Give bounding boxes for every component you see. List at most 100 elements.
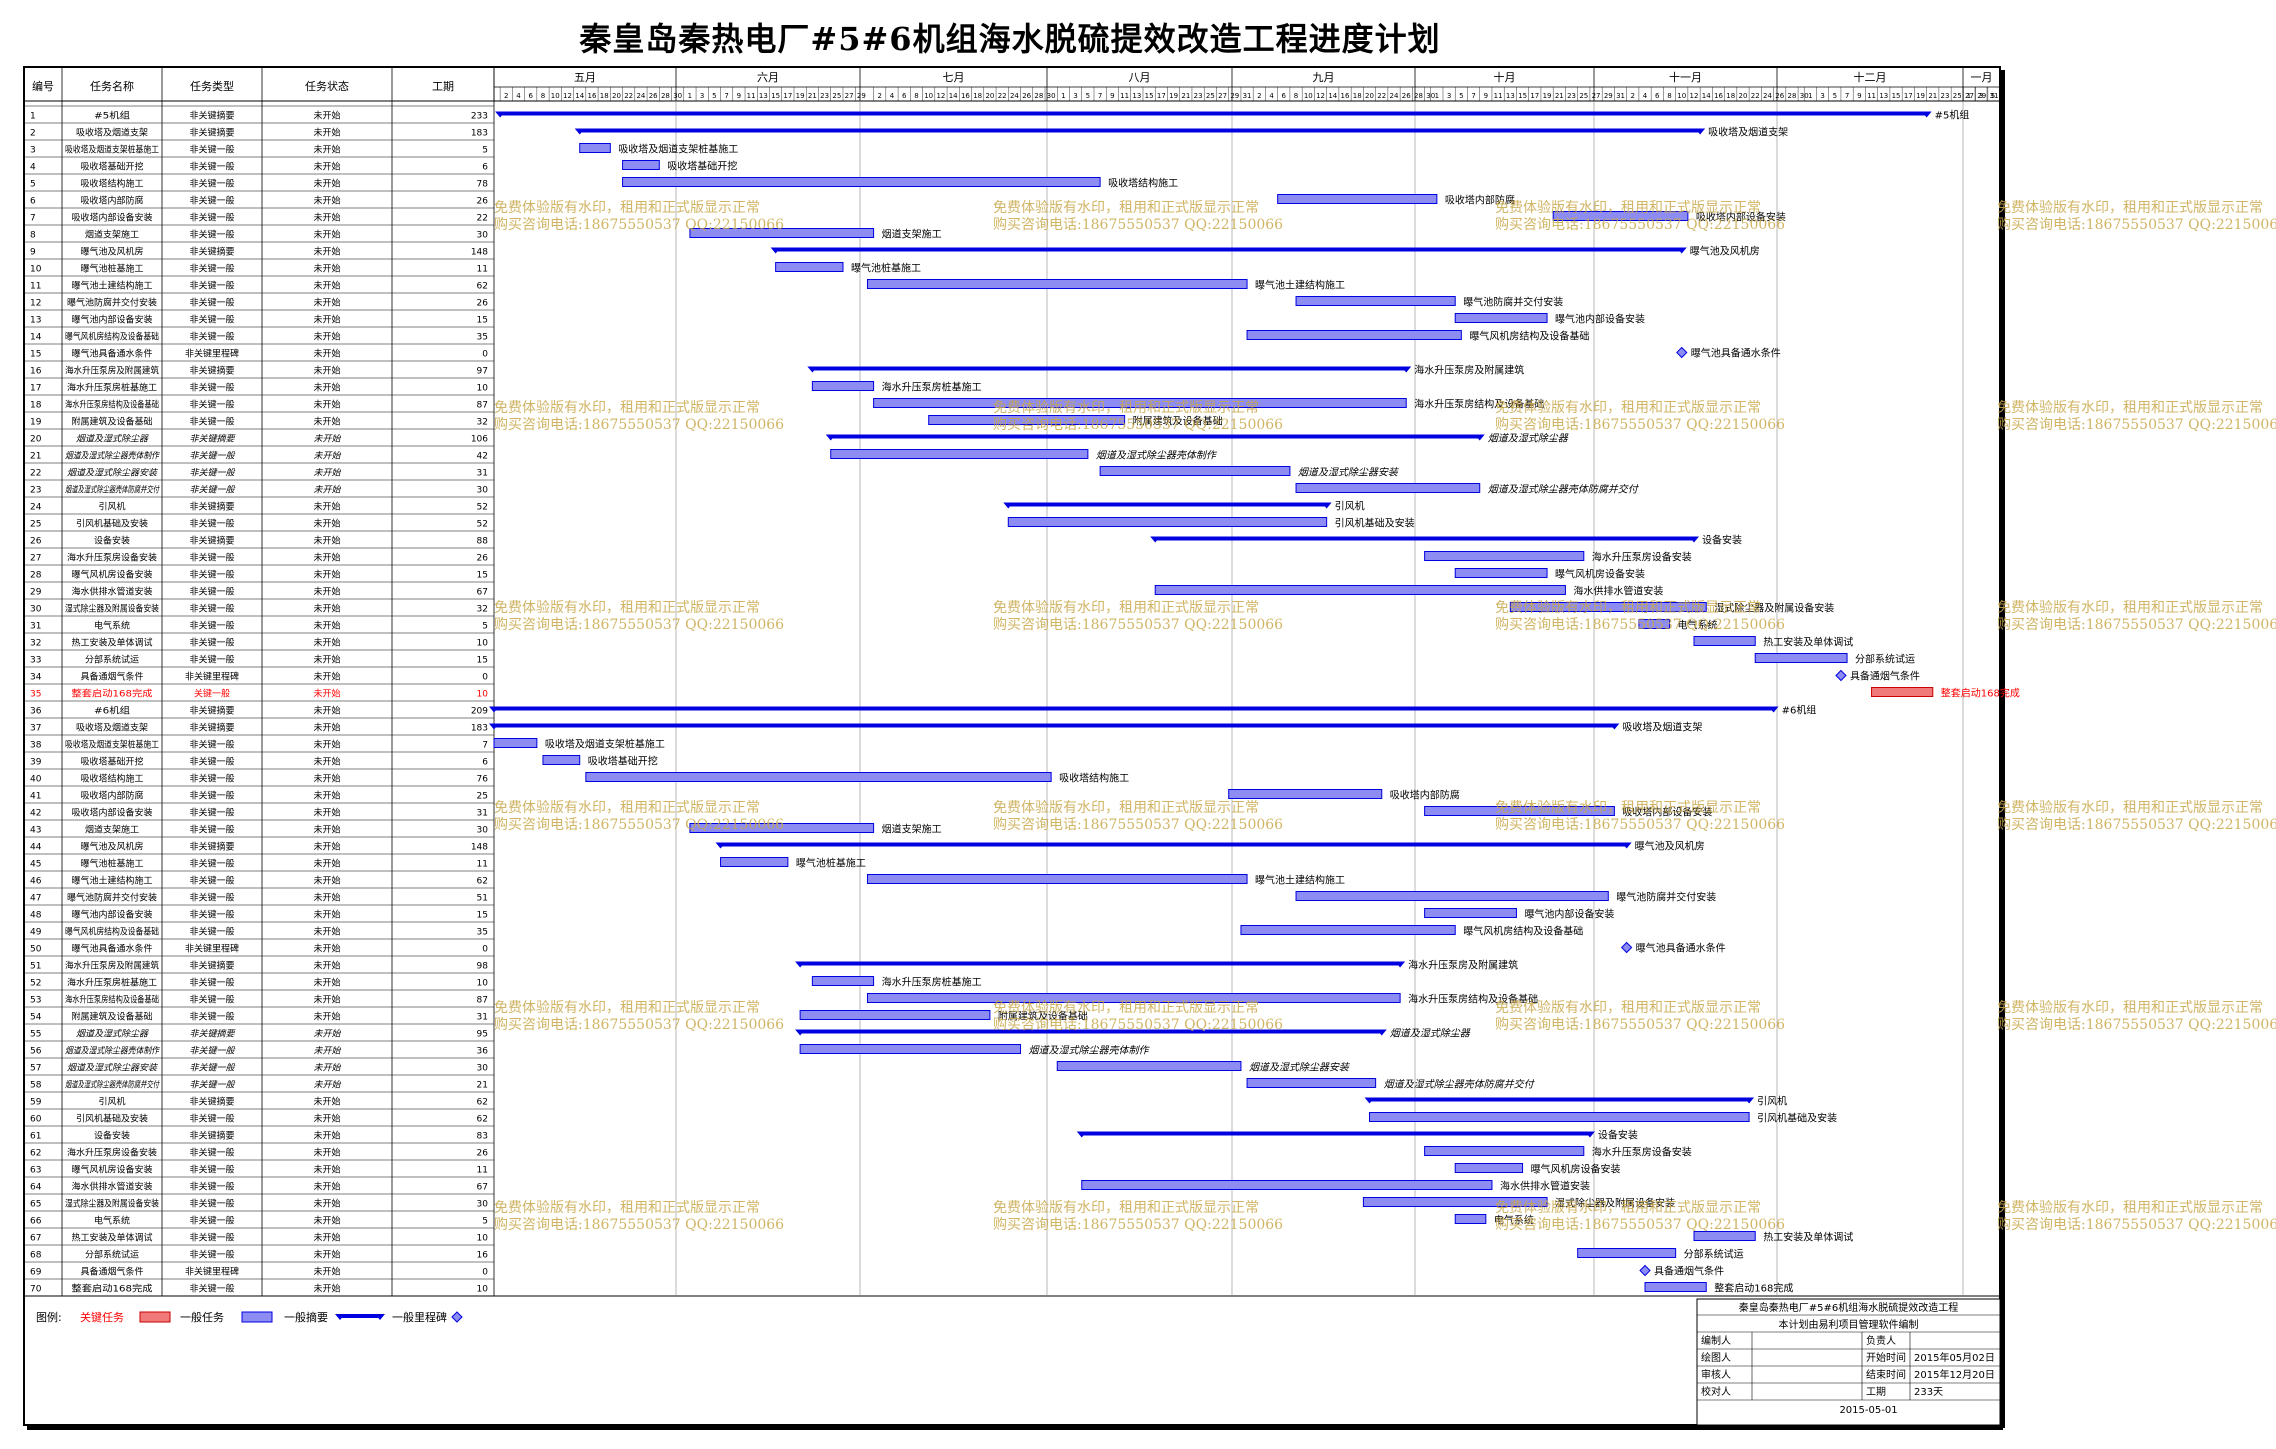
day-label: 28 [1034,92,1043,100]
cell-id: 65 [30,1200,41,1210]
cell-name: 吸收塔及烟道支架桩基施工 [65,739,159,751]
cell-id: 46 [30,877,42,887]
bar-label: 设备安装 [1598,1129,1638,1142]
cell-status: 未开始 [313,586,340,598]
info-cell: 233天 [1914,1387,1943,1398]
cell-id: 57 [30,1064,41,1074]
task-bar [1693,1231,1756,1241]
day-label: 3 [1979,92,1983,100]
cell-id: 38 [30,741,42,751]
legend-summary-swatch [340,1314,380,1318]
cell-name: 吸收塔基础开挖 [81,756,144,768]
cell-status: 未开始 [313,1130,340,1142]
day-label: 31 [1616,92,1625,100]
cell-type: 非关键一般 [189,739,234,751]
cell-status: 未开始 [313,773,340,785]
day-label: 6 [1655,92,1660,100]
legend-summary-text: 一般摘要 [284,1310,328,1324]
day-label: 2 [1631,92,1635,100]
cell-type: 非关键一般 [189,569,234,581]
cell-name: 曝气风机房设备安装 [72,569,153,581]
bar-label: 湿式除尘器及附属设备安装 [1714,602,1834,615]
day-label: 20 [612,92,621,100]
cell-name: 烟道支架施工 [85,229,139,241]
cell-status: 未开始 [313,212,340,224]
cell-name: 引风机 [99,1096,126,1108]
month-label: 八月 [1129,71,1151,84]
cell-id: 48 [30,911,42,921]
cell-duration: 35 [477,928,488,938]
cell-status: 未开始 [313,1198,340,1210]
cell-duration: 35 [477,333,488,343]
cell-status: 未开始 [313,348,340,360]
cell-type: 非关键摘要 [189,127,234,139]
day-label: 27 [845,92,854,100]
task-bar [866,993,1401,1003]
legend-summary-cap [375,1314,385,1320]
cell-type: 非关键一般 [189,263,234,275]
milestone-marker [1620,941,1633,954]
bar-label: 整套启动168完成 [1941,687,2020,700]
day-label: 27 [1218,92,1227,100]
day-label: 29 [1230,92,1239,100]
cell-name: 附属建筑及设备基础 [72,1011,153,1023]
summary-start-cap [489,723,499,730]
cell-type: 非关键一般 [189,178,234,190]
cell-status: 未开始 [313,875,340,887]
task-bar [873,398,1407,408]
task-bar [866,279,1248,289]
summary-bar [775,247,1682,252]
cell-name: 曝气池防腐并交付安装 [67,297,157,309]
cell-id: 55 [30,1030,41,1040]
cell-type: 非关键摘要 [189,501,234,513]
task-bar [1007,517,1328,527]
cell-id: 42 [30,809,41,819]
cell-name: 整套启动168完成 [72,688,153,700]
day-label: 8 [541,92,545,100]
day-label: 17 [783,92,792,100]
cell-name: 附属建筑及设备基础 [72,416,153,428]
summary-start-cap [1076,1131,1087,1138]
summary-end-cap [1584,1131,1595,1138]
cell-type: 非关键摘要 [189,110,234,122]
cell-duration: 0 [482,1268,488,1278]
cell-status: 未开始 [313,1147,340,1159]
bar-label: 烟道支架施工 [882,823,942,836]
cell-type: 非关键一般 [189,1063,235,1074]
cell-id: 27 [30,554,41,564]
cell-name: 海水升压泵房结构及设备基础 [65,994,159,1006]
cell-status: 未开始 [313,807,340,819]
cell-status: 未开始 [313,331,340,343]
cell-id: 23 [30,486,41,496]
cell-name: 引风机基础及安装 [76,518,148,530]
bar-label: 烟道及湿式除尘器安装 [1249,1062,1351,1074]
day-label: 5 [1991,92,1995,100]
day-label: 7 [1845,92,1849,100]
cell-duration: 62 [477,282,488,292]
summary-bar [1081,1131,1590,1136]
cell-status: 未开始 [313,195,340,207]
milestone-marker [1835,669,1847,682]
bar-label: 烟道及湿式除尘器壳体防腐并交付 [1384,1079,1536,1091]
cell-type: 非关键一般 [189,1232,234,1244]
cell-status: 未开始 [313,994,340,1006]
cell-duration: 97 [477,367,488,377]
day-label: 8 [1294,92,1298,100]
summary-bar [812,366,1407,371]
day-label: 18 [600,92,609,100]
legend-label: 图例: [36,1310,62,1324]
cell-type: 非关键一般 [189,824,234,836]
task-bar [1240,925,1456,935]
bar-label: 烟道及湿式除尘器壳体制作 [1029,1045,1151,1057]
bar-label: 海水升压泵房结构及设备基础 [1408,993,1538,1006]
cell-type: 非关键摘要 [189,841,234,853]
cell-duration: 26 [477,554,489,564]
cell-id: 29 [30,588,42,598]
cell-name: 具备通烟气条件 [81,671,144,683]
day-label: 20 [985,92,994,100]
cell-type: 非关键一般 [189,1147,234,1159]
cell-name: #5机组 [94,110,130,122]
cell-id: 12 [30,299,41,309]
day-label: 24 [1010,92,1019,100]
task-bar [1693,636,1756,646]
